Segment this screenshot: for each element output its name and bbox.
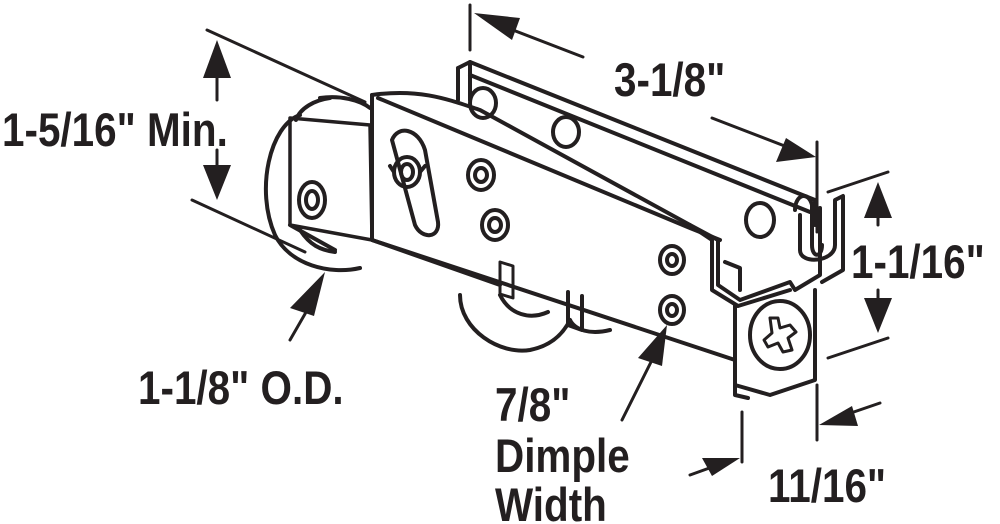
adjustment-slot bbox=[390, 128, 441, 238]
label-dimple-word: Dimple bbox=[495, 429, 630, 482]
arrow-down-icon bbox=[203, 165, 231, 200]
arrow-left-icon bbox=[819, 406, 858, 426]
arrow-right-icon bbox=[776, 138, 816, 162]
label-width-word: Width bbox=[495, 478, 607, 524]
back-plate bbox=[456, 60, 817, 239]
dimension-housing-height bbox=[826, 170, 892, 360]
label-housing-width: 11/16" bbox=[768, 459, 887, 512]
label-housing-height: 1-1/16" bbox=[851, 235, 985, 288]
leader-dimple bbox=[620, 325, 667, 422]
arrow-up-icon bbox=[203, 40, 231, 78]
arrow-up-icon bbox=[864, 182, 892, 218]
front-wheel bbox=[458, 293, 612, 353]
arrow-icon bbox=[290, 272, 325, 316]
label-wheel-od: 1-1/8" O.D. bbox=[138, 361, 344, 414]
leader-wheel-od bbox=[288, 272, 325, 342]
label-length: 3-1/8" bbox=[614, 53, 726, 106]
arrow-left-icon bbox=[474, 13, 520, 40]
dimension-height-min bbox=[190, 28, 367, 254]
label-dimple-value: 7/8" bbox=[495, 378, 571, 431]
side-plate bbox=[288, 116, 374, 252]
arrow-down-icon bbox=[864, 298, 892, 333]
label-height-min: 1-5/16" Min. bbox=[2, 103, 228, 156]
end-bracket bbox=[688, 194, 845, 400]
dimension-housing-width bbox=[688, 383, 882, 477]
arrow-right-icon bbox=[702, 458, 740, 476]
phillips-screw bbox=[748, 299, 812, 371]
